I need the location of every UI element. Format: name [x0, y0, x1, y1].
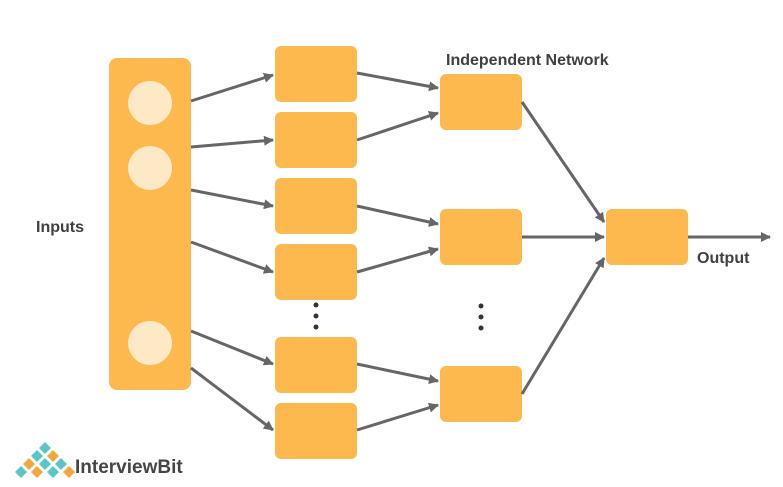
network-box-3 [440, 366, 522, 422]
arrow [356, 204, 439, 227]
layer1-box-2 [275, 112, 357, 168]
arrows-input-to-layer1 [190, 72, 274, 432]
layer1-box-4 [275, 244, 357, 300]
output-label: Output [697, 250, 750, 267]
arrow [190, 366, 274, 432]
arrow [356, 71, 439, 92]
input-block [109, 58, 191, 390]
network-box-1 [440, 74, 522, 130]
arrows-layer2-to-output [520, 101, 771, 395]
arrow [190, 72, 274, 103]
layer-1 [275, 46, 357, 459]
arrow [190, 188, 274, 210]
ellipsis-dots-layer1 [313, 302, 319, 330]
layer1-box-5 [275, 337, 357, 393]
arrow [356, 111, 439, 142]
arrows-layer1-to-layer2 [356, 71, 439, 432]
interviewbit-logo-icon [15, 442, 75, 478]
layer1-box-6 [275, 403, 357, 459]
arrow [356, 402, 439, 432]
layer1-box-3 [275, 178, 357, 234]
output-box [606, 209, 688, 265]
input-node-1 [128, 81, 172, 125]
layer1-box-1 [275, 46, 357, 102]
arrow [190, 240, 274, 274]
input-node-3 [128, 321, 172, 365]
input-node-2 [128, 146, 172, 190]
ellipsis-dots-layer2 [478, 303, 484, 331]
arrow [520, 257, 606, 395]
arrow [520, 101, 606, 223]
arrow [356, 246, 439, 274]
independent-network-label: Independent Network [446, 52, 609, 69]
layer-2 [440, 74, 522, 422]
arrow [356, 362, 439, 385]
arrow [190, 329, 274, 366]
arrow [190, 135, 274, 149]
inputs-label: Inputs [36, 219, 84, 236]
network-box-2 [440, 209, 522, 265]
brand-name: InterviewBit [75, 457, 183, 478]
